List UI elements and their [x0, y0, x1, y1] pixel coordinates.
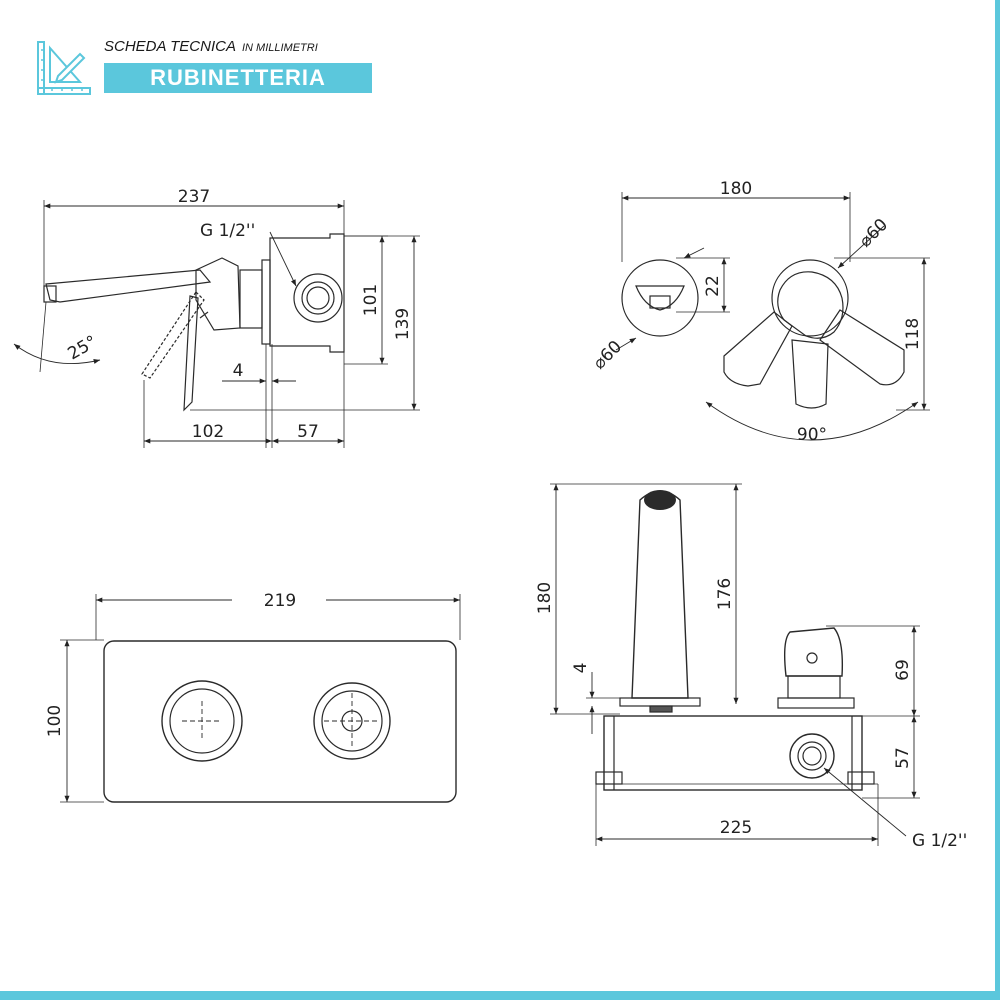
top-rotation-label: 90° [797, 425, 827, 445]
side-width-label: 237 [178, 187, 210, 207]
rear-gap-label: 4 [571, 663, 591, 674]
top-aerator-diameter-label: ⌀60 [589, 337, 626, 374]
side-view [13, 200, 420, 448]
rear-handle-height-label: 69 [893, 659, 913, 681]
rear-width-label: 225 [720, 818, 752, 838]
dimension-labels: 237 G 1/2'' 101 139 25° 4 102 57 180 ⌀60… [45, 179, 967, 851]
header-unit-note: IN MILLIMETRI [241, 42, 318, 54]
top-aerator-offset-label: 22 [703, 275, 723, 297]
side-angle-label: 25° [65, 332, 101, 364]
side-spout-depth-label: 102 [192, 422, 224, 442]
category-banner: RUBINETTERIA [104, 63, 372, 93]
side-offset-label: 4 [233, 361, 244, 381]
front-plate-view [60, 594, 461, 803]
header-title-text: SCHEDA TECNICA [104, 38, 236, 55]
side-total-height-label: 139 [393, 308, 413, 340]
top-view [615, 192, 930, 441]
ruler-pencil-icon [37, 41, 91, 95]
rear-view [550, 483, 920, 846]
top-width-label: 180 [720, 179, 752, 199]
rear-body-height-label: 57 [893, 747, 913, 769]
side-body-depth-label: 57 [297, 422, 319, 442]
side-inner-height-label: 101 [361, 284, 381, 316]
rear-thread-label: G 1/2'' [912, 831, 967, 851]
plate-height-label: 100 [45, 705, 65, 737]
top-knob-diameter-label: ⌀60 [855, 215, 892, 252]
top-depth-label: 118 [903, 318, 923, 350]
rear-spout-height-label: 176 [715, 578, 735, 610]
header-title: SCHEDA TECNICA IN MILLIMETRI [104, 38, 318, 55]
plate-width-label: 219 [264, 591, 296, 611]
side-thread-label: G 1/2'' [200, 221, 255, 241]
rear-total-height-label: 180 [535, 582, 555, 614]
